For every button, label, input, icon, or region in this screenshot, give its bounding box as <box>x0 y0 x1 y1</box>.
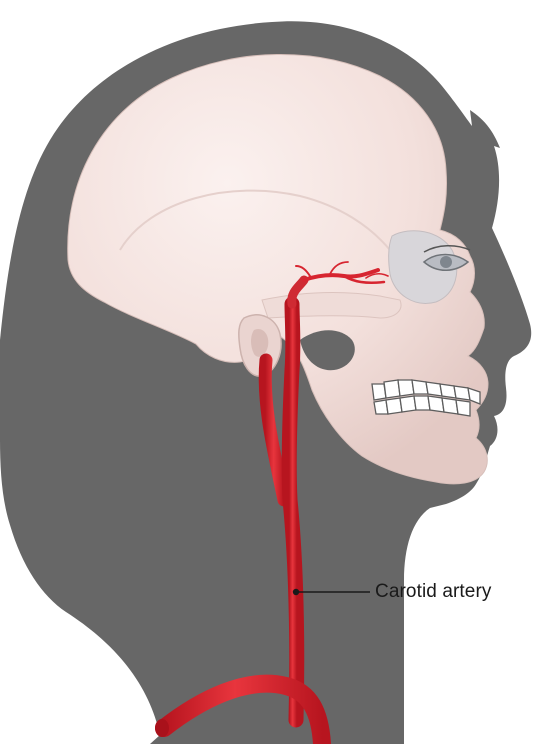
zygomatic-arch <box>262 293 401 318</box>
carotid-artery-label: Carotid artery <box>375 581 492 603</box>
eye-iris <box>440 256 452 268</box>
carotid-artery <box>289 304 297 720</box>
carotid-leader-dot <box>293 589 299 595</box>
artery-cut-end <box>155 719 169 737</box>
